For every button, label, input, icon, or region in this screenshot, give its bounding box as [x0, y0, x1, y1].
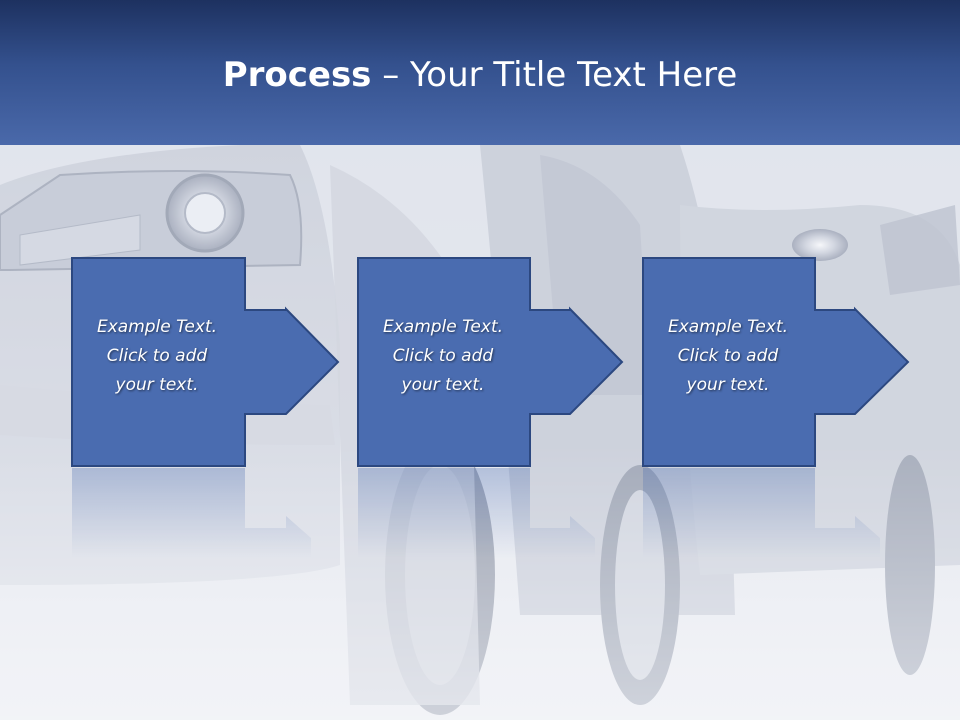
arrow-box-shape [642, 257, 910, 467]
arrow-box-shape [71, 257, 340, 467]
step-1-text[interactable]: Example Text. Click to add your text. [96, 317, 218, 395]
step-3-text[interactable]: Example Text. Click to add your text. [667, 317, 789, 395]
process-step-1[interactable]: Example Text. Click to add your text. [71, 257, 341, 467]
step-1-reflection [71, 468, 341, 558]
process-step-2[interactable]: Example Text. Click to add your text. [357, 257, 627, 467]
arrow-box-shape [357, 257, 624, 467]
process-step-3[interactable]: Example Text. Click to add your text. [642, 257, 912, 467]
slide-title[interactable]: Process – Your Title Text Here [0, 50, 960, 100]
title-bold: Process [222, 55, 372, 95]
title-bar [0, 0, 960, 145]
step-3-reflection [642, 468, 912, 558]
step-2-text[interactable]: Example Text. Click to add your text. [382, 317, 504, 395]
step-2-reflection [357, 468, 627, 558]
title-rest: – Your Title Text Here [371, 55, 738, 95]
